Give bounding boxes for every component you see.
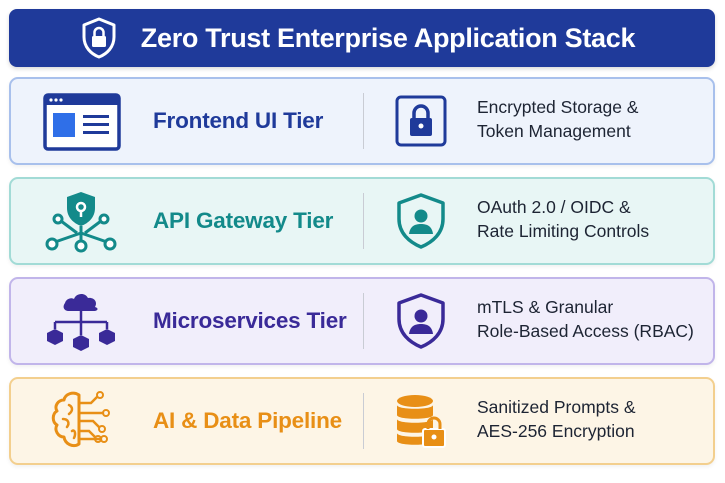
padlock-icon <box>395 95 447 147</box>
tier-description: Encrypted Storage & Token Management <box>477 95 638 143</box>
description-line: Token Management <box>477 121 631 141</box>
shield-user-icon <box>397 193 445 249</box>
description-line: mTLS & Granular <box>477 297 614 317</box>
tier-title: API Gateway Tier <box>153 208 334 233</box>
description-line: AES-256 Encryption <box>477 421 635 441</box>
divider <box>363 193 364 249</box>
page-title: Zero Trust Enterprise Application Stack <box>140 22 636 53</box>
divider <box>363 293 364 349</box>
tier-title: Microservices Tier <box>153 308 347 333</box>
description-line: Encrypted Storage & <box>477 97 639 117</box>
shield-network-icon <box>45 192 117 253</box>
divider <box>363 93 364 149</box>
title-banner: Zero Trust Enterprise Application Stack <box>9 9 715 67</box>
browser-window-icon <box>43 93 121 151</box>
tier-title: Frontend UI Tier <box>153 108 324 133</box>
tier-ai-data-pipeline: AI & Data Pipeline Sanitized Prompts & A… <box>9 377 715 465</box>
description-line: Rate Limiting Controls <box>477 221 650 241</box>
shield-user-icon <box>397 293 445 349</box>
tier-description: mTLS & Granular Role-Based Access (RBAC) <box>477 295 694 343</box>
tier-frontend-ui: Frontend UI Tier Encrypted Storage & Tok… <box>9 77 715 165</box>
tier-microservices: Microservices Tier mTLS & Granular Role-… <box>9 277 715 365</box>
divider <box>363 393 364 449</box>
description-line: OAuth 2.0 / OIDC & <box>477 197 631 217</box>
database-lock-icon <box>397 395 446 448</box>
tier-description: OAuth 2.0 / OIDC & Rate Limiting Control… <box>477 195 649 243</box>
tier-api-gateway: API Gateway Tier OAuth 2.0 / OIDC & Rate… <box>9 177 715 265</box>
tier-description: Sanitized Prompts & AES-256 Encryption <box>477 395 636 443</box>
tier-title: AI & Data Pipeline <box>153 408 342 433</box>
brain-circuit-icon <box>51 391 110 448</box>
cloud-cubes-icon <box>47 293 115 351</box>
description-line: Sanitized Prompts & <box>477 397 636 417</box>
description-line: Role-Based Access (RBAC) <box>477 321 694 341</box>
shield-lock-icon <box>82 17 116 59</box>
